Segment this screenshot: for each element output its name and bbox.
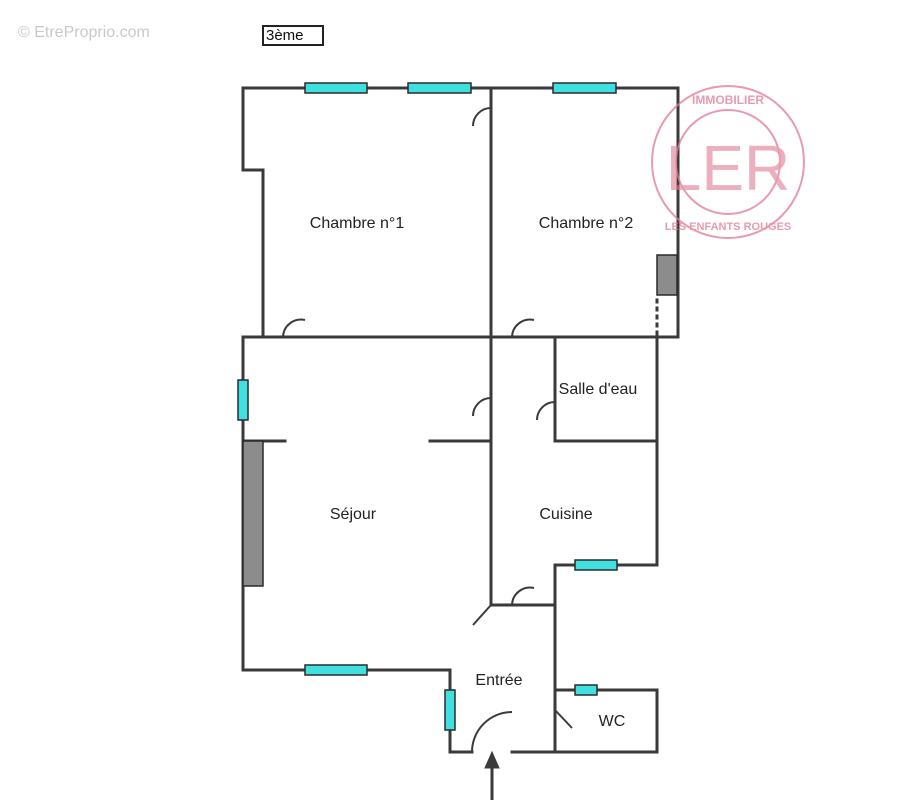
window-sejour-bottom (304, 664, 368, 676)
radiator-chambre2 (656, 254, 678, 296)
room-label-entree: Entrée (475, 672, 522, 689)
door-entrance (471, 711, 513, 753)
door-cuisine (511, 586, 535, 606)
door-chambre2-top (472, 107, 492, 127)
door-chambre1 (282, 318, 306, 338)
agency-top-text: IMMOBILIER (692, 93, 764, 107)
room-label-cuisine: Cuisine (539, 506, 592, 523)
door-entree-side (472, 604, 492, 626)
doors (282, 107, 573, 753)
room-label-wc: WC (599, 713, 626, 730)
door-sejour (472, 397, 492, 417)
room-label-sejour: Séjour (330, 506, 377, 523)
radiator-sejour (242, 440, 264, 587)
window-c1-a (304, 82, 368, 94)
window-c1-b (407, 82, 472, 94)
radiators (242, 254, 678, 587)
room-label-chambre2: Chambre n°2 (539, 215, 634, 232)
entrance-arrow (484, 750, 500, 800)
door-chambre2 (511, 318, 535, 338)
window-sejour-left (237, 379, 249, 421)
agency-monogram: LER (666, 132, 791, 204)
windows (237, 82, 618, 731)
walls (241, 86, 680, 754)
window-cuisine (574, 559, 618, 571)
floor-label: 3ème (262, 25, 324, 46)
window-entree (444, 689, 456, 731)
window-wc (574, 684, 598, 696)
room-label-chambre1: Chambre n°1 (310, 215, 405, 232)
window-c2 (552, 82, 617, 94)
door-salle-eau (536, 401, 556, 421)
agency-bottom-text: LES ENFANTS ROUGES (665, 221, 792, 233)
room-label-salle-eau: Salle d'eau (559, 381, 638, 398)
agency-logo: LER IMMOBILIER LES ENFANTS ROUGES (651, 85, 805, 239)
site-watermark: © EtreProprio.com (18, 24, 150, 41)
door-wc (554, 709, 573, 729)
